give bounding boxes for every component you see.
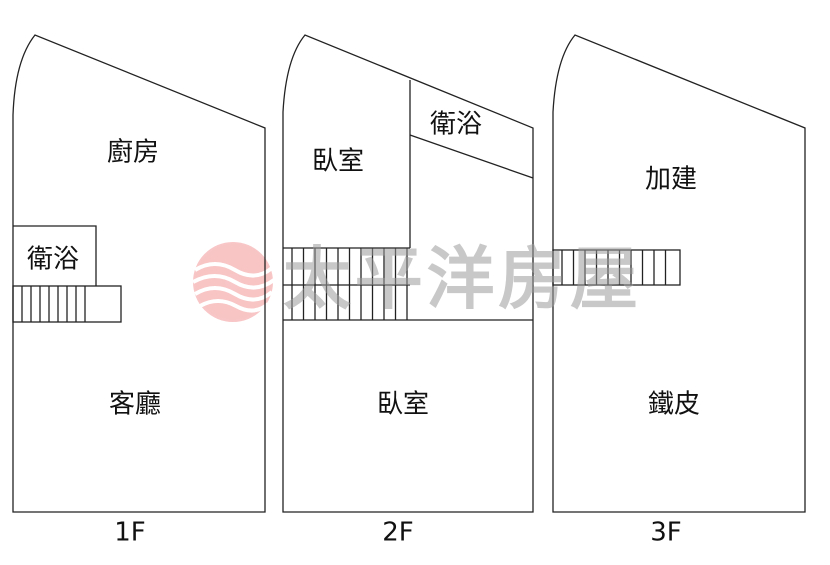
floor-label: 2F [382, 518, 414, 548]
floor-label: 3F [650, 518, 682, 548]
room-label: 鐵皮 [648, 390, 700, 420]
room-label: 衛浴 [430, 110, 482, 140]
room-label: 臥室 [312, 147, 364, 177]
floor-2f-plan: 臥室 衛浴 臥室 2F [282, 34, 534, 548]
room-label: 客廳 [109, 390, 161, 420]
staircase-1f [21, 286, 86, 322]
floor-3f-plan: 加建 鐵皮 3F [552, 34, 806, 548]
watermark-text: 太平洋房屋 [283, 240, 638, 320]
floor-1f-plan: 廚房 衛浴 客廳 1F [12, 34, 266, 548]
staircase-2f [291, 248, 408, 320]
watermark-logo [192, 242, 276, 322]
floor-label: 1F [114, 518, 146, 548]
room-label: 廚房 [107, 138, 159, 168]
room-label: 臥室 [377, 390, 429, 420]
staircase-3f [561, 250, 667, 285]
room-label: 衛浴 [27, 245, 79, 275]
room-label: 加建 [645, 165, 697, 195]
